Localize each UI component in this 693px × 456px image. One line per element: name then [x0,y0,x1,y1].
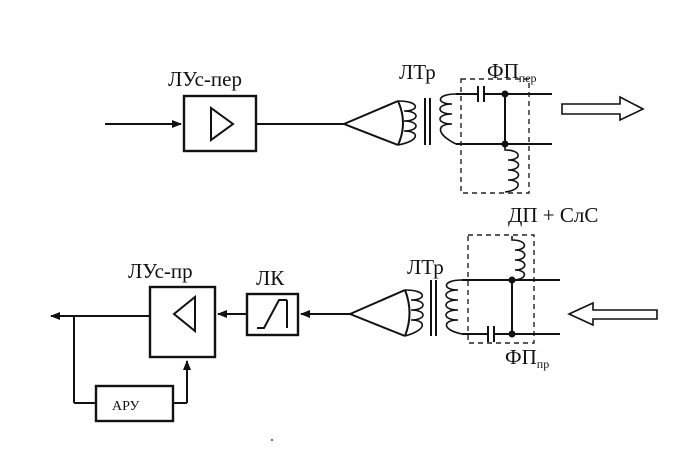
rx-transformer-secondary-icon [445,279,463,335]
rx-amplifier-block [148,285,217,359]
receive-chain: ЛТр ЛК ЛУс-пр АРУ ФПпр [50,234,658,423]
amplifier-triangle-icon [172,294,196,334]
tx-amplifier-label: ЛУс-пер [168,67,242,91]
rx-hybrid-wedge [349,289,411,337]
tx-filter-label: ФПпер [487,59,537,85]
tx-shunt-coil-icon [504,144,520,193]
rx-input-arrow-icon [567,301,658,327]
rx-filter-box [467,234,535,344]
rx-transformer-label: ЛТр [407,255,444,279]
limiter-label: ЛК [256,266,285,290]
transmit-chain: ЛУс-пер ЛТр ФПпер [105,59,645,194]
agc-block [94,384,175,423]
rx-amplifier-label: ЛУс-пр [128,259,193,283]
tx-transformer-primary-icon [397,100,417,146]
tx-transformer-secondary-icon [439,93,457,145]
amplifier-triangle-icon [210,106,235,142]
tx-amplifier-block [182,94,258,153]
rx-filter-label: ФПпр [505,345,549,371]
tx-output-arrow-icon [561,95,645,122]
rx-shunt-coil-icon [511,236,526,281]
agc-label: АРУ [112,399,140,414]
tx-transformer-label: ЛТр [399,60,436,84]
limiter-curve-icon [257,299,287,329]
tx-hybrid-wedge [343,100,404,146]
limiter-block [245,292,300,337]
rx-transformer-primary-icon [404,289,424,337]
hybrid-line-label: ДП + СлС [508,203,598,227]
tx-filter-box [460,78,530,194]
